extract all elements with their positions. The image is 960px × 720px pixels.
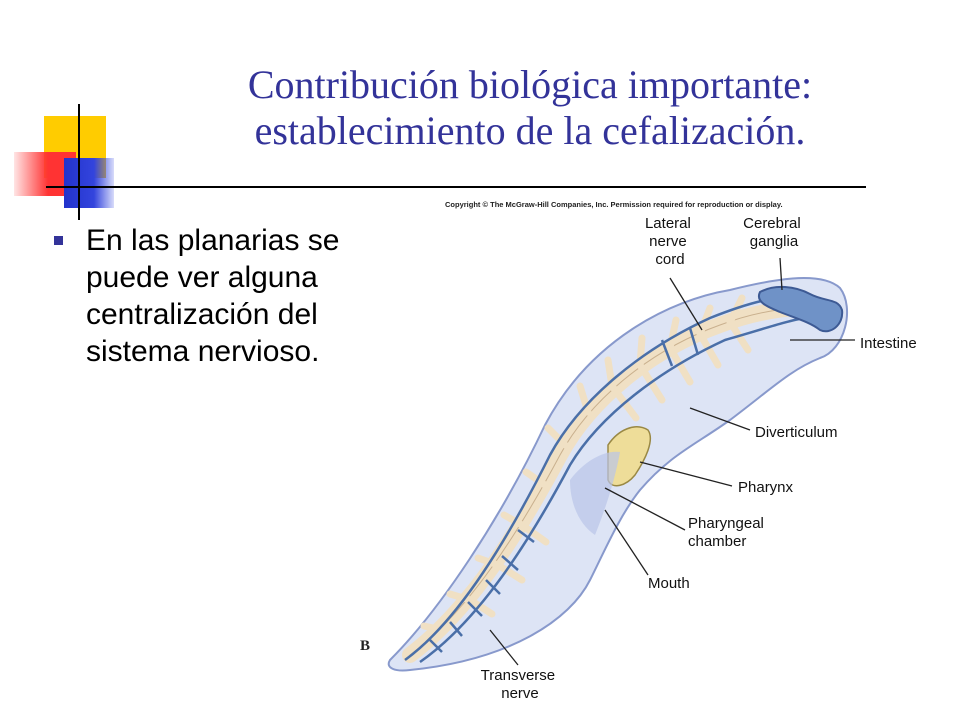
pharynx-shape [607,426,652,487]
title-line-2: establecimiento de la cefalización. [254,108,806,153]
bullet-item: En las planarias se puede ver alguna cen… [50,222,350,370]
lateral-nerve-cord-left [404,296,796,662]
label-cerebral-ganglia: Cerebral ganglia [743,215,805,250]
transverse-nerves [429,327,700,653]
bullet-list: En las planarias se puede ver alguna cen… [50,222,350,370]
slide-title: Contribución biológica importante: estab… [120,62,940,154]
decor-blue-square [64,158,114,208]
title-line-1: Contribución biológica importante: [247,62,813,107]
bullet-square-icon [54,236,63,245]
panel-letter: B [360,638,370,654]
copyright-notice: Copyright © The McGraw-Hill Companies, I… [445,200,783,209]
label-mouth: Mouth [648,575,690,592]
decor-vertical-line [78,104,80,220]
title-underline [46,186,866,188]
label-pharyngeal-chamber: Pharyngeal chamber [688,515,768,550]
label-diverticulum: Diverticulum [755,424,838,441]
pharyngeal-chamber-shape [570,451,620,535]
cerebral-ganglia [757,286,844,333]
label-pharynx: Pharynx [738,479,794,496]
bullet-text: En las planarias se puede ver alguna cen… [86,224,340,368]
label-transverse-nerve: Transverse nerve [481,667,560,702]
leader-lines [489,257,855,666]
intestine-outline [409,307,821,656]
label-intestine: Intestine [860,335,917,352]
lateral-nerve-cord-right [419,316,806,664]
label-lateral-nerve-cord: Lateral nerve cord [645,215,695,268]
planarian-diagram: Copyright © The McGraw-Hill Companies, I… [360,200,917,702]
